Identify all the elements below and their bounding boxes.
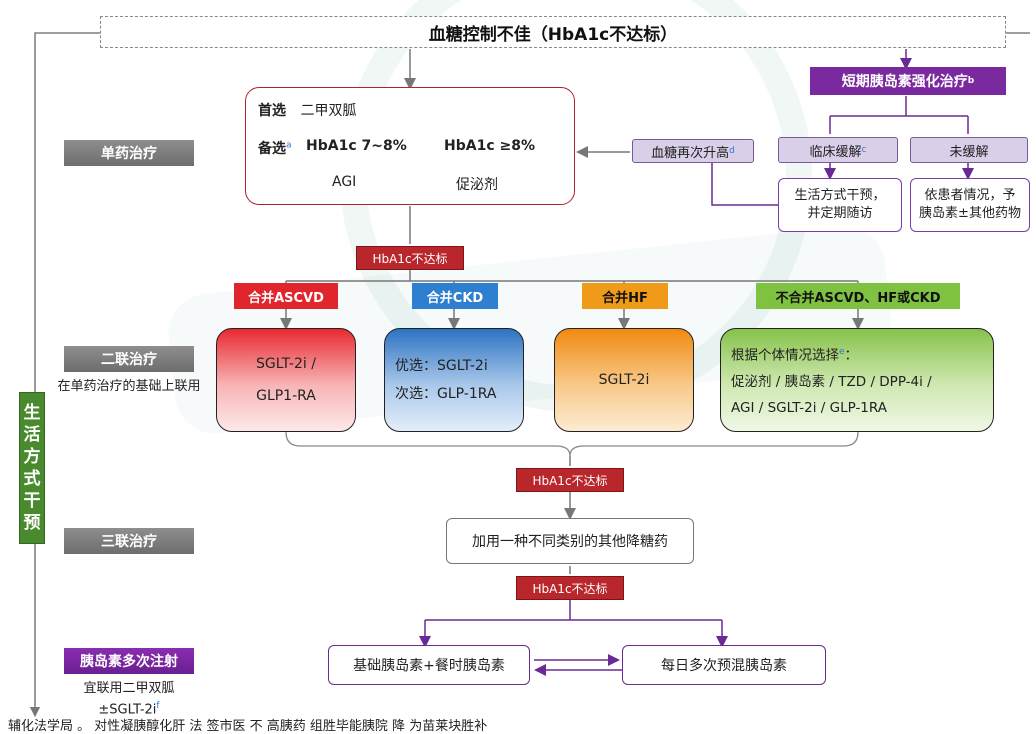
add-another-drug-box: 加用一种不同类别的其他降糖药 [446,518,694,564]
insulin-other-box: 依患者情况，予 胰岛素±其他药物 [910,178,1030,232]
premixed-insulin-box: 每日多次预混胰岛素 [622,645,826,685]
monotherapy-box: 首选 二甲双胍 备选a HbA1c 7~8% HbA1c ≥8% AGI 促泌剂 [245,87,575,205]
secretagogue-value: 促泌剂 [456,177,498,193]
clinical-remission-label: 临床缓解 [809,144,862,160]
short-term-insulin-label: 短期胰岛素强化治疗 [841,74,968,90]
ckd-secondary: 次选：GLP-1RA [395,386,497,402]
lifestyle-char: 活 [23,425,41,445]
stage-triple-therapy: 三联治疗 [64,528,194,554]
lifestyle-char: 式 [23,469,41,489]
first-choice-value: 二甲双胍 [300,103,357,119]
alternative-label-row: 备选a [258,138,292,158]
agi-value: AGI [332,174,357,190]
lifestyle-char: 干 [23,491,41,511]
glucose-rise-label: 血糖再次升高 [651,145,730,161]
footnote-e: e [839,347,845,358]
insulin-note-1: 宜联用二甲双胍 [83,681,175,696]
uncontrolled-glucose-title: 血糖控制不佳（HbA1c不达标） [100,16,1006,48]
first-choice-row: 首选 二甲双胍 [258,100,356,120]
footer-text: 辅化法学局 。 对性凝胰醇化肝 法 签市医 不 高胰药 组胜毕能胰院 降 为苗莱… [8,719,488,734]
ascvd-drug-line: GLP1-RA [256,388,316,404]
dual-therapy-note: 在单药治疗的基础上联用 [57,379,201,394]
tag-no-comorbidity: 不合并ASCVD、HF或CKD [756,283,960,309]
hba1c-ge8-header: HbA1c ≥8% [444,138,535,154]
tag-hf: 合并HF [582,283,668,309]
stage-monotherapy: 单药治疗 [64,140,194,166]
insulin-note-2-text: ±SGLT-2i [98,702,157,718]
footnote-c: c [861,145,867,155]
insulin-other-line: 胰岛素±其他药物 [919,206,1021,221]
alternative-label: 备选 [258,141,286,157]
hba1c-7-8-header: HbA1c 7~8% [306,138,407,154]
individual-choice-text: 根据个体情况选择 [731,347,839,364]
hf-drug-box: SGLT-2i [554,328,694,432]
hba1c-not-reached-tag: HbA1c不达标 [516,576,624,600]
lifestyle-char: 方 [23,447,41,467]
footnote-d: d [729,146,735,156]
lifestyle-intervention-bar: 生 活 方 式 干 预 [19,392,45,544]
ascvd-drug-line: SGLT-2i / [256,356,316,372]
lifestyle-followup-line: 并定期随访 [807,206,873,221]
stage-insulin-multi-injection: 胰岛素多次注射 [64,648,194,674]
hf-drug-line: SGLT-2i [598,372,650,388]
insulin-note-2: ±SGLT-2if [49,697,209,719]
footnote-f: f [156,701,160,711]
hba1c-not-reached-tag: HbA1c不达标 [356,246,464,270]
basal-bolus-insulin-box: 基础胰岛素+餐时胰岛素 [328,645,530,685]
hba1c-not-reached-tag: HbA1c不达标 [516,468,624,492]
stage-dual-therapy: 二联治疗 [64,346,194,372]
ckd-preferred: 优选：SGLT-2i [395,358,488,374]
lifestyle-followup-box: 生活方式干预， 并定期随访 [778,178,902,232]
footnote-a: a [286,140,292,151]
tag-ascvd: 合并ASCVD [234,283,338,309]
lifestyle-char: 生 [23,403,41,423]
lifestyle-char: 预 [23,513,41,533]
no-comorbidity-drug-box: 根据个体情况选择e： 促泌剂 / 胰岛素 / TZD / DPP-4i / AG… [720,328,994,432]
lifestyle-followup-line: 生活方式干预， [794,188,886,203]
no-remission-box: 未缓解 [910,137,1028,163]
drug-options-line: 促泌剂 / 胰岛素 / TZD / DPP-4i / [731,373,932,390]
drug-options-line: AGI / SGLT-2i / GLP-1RA [731,399,887,416]
first-choice-label: 首选 [258,103,286,119]
footnote-b: b [967,76,975,86]
ascvd-drug-box: SGLT-2i / GLP1-RA [216,328,356,432]
individual-choice-line: 根据个体情况选择e： [731,347,859,364]
tag-ckd: 合并CKD [412,283,498,309]
ckd-drug-box: 优选：SGLT-2i 次选：GLP-1RA [384,328,524,432]
insulin-other-line: 依患者情况，予 [924,188,1016,203]
